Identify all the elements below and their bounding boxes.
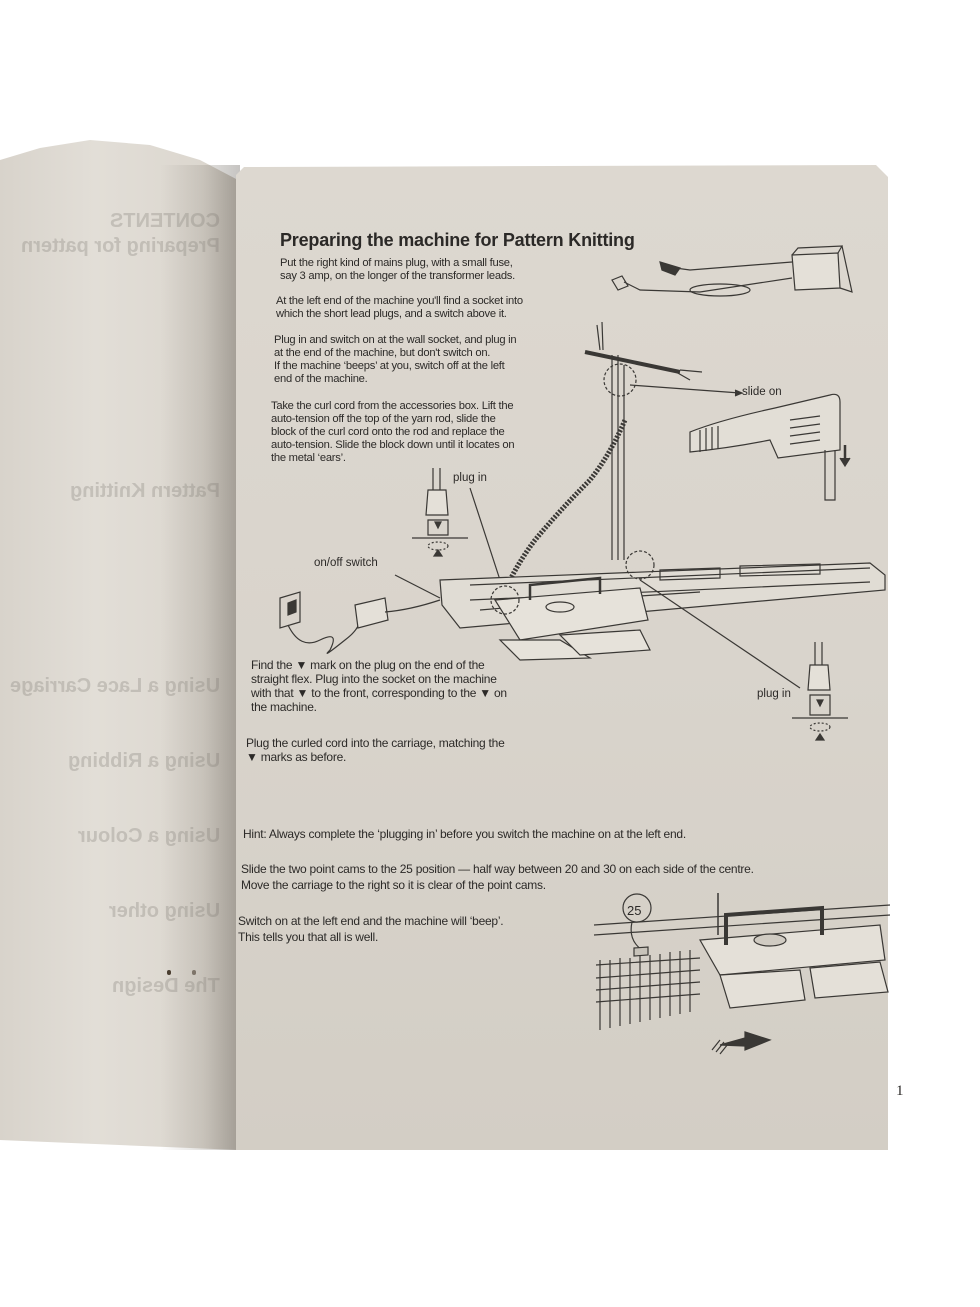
knitting-machine-icon: [394, 550, 886, 689]
label-plug-in-right: plug in: [757, 688, 791, 700]
instruction-point-cams: Slide the two point cams to the 25 posit…: [241, 862, 754, 892]
staple-mark: [192, 970, 196, 975]
label-cam-position: 25: [627, 903, 642, 918]
instruction-socket: At the left end of the machine you'll fi…: [276, 295, 523, 320]
instruction-mains-plug: Put the right kind of mains plug, with a…: [280, 257, 516, 282]
wall-socket-icon: [279, 591, 441, 654]
instruction-curl-cord: Take the curl cord from the accessories …: [271, 400, 515, 464]
instruction-find-mark: Find the ▼ mark on the plug on the end o…: [251, 658, 507, 714]
curl-cord-block-icon: [689, 393, 851, 501]
label-plug-in-top: plug in: [453, 472, 487, 484]
page-title: Preparing the machine for Pattern Knitti…: [280, 230, 635, 250]
instruction-curled-cord: Plug the curled cord into the carriage, …: [246, 736, 505, 764]
book-gutter: [160, 165, 240, 1150]
transformer-icon: [611, 245, 853, 297]
left-page: CONTENTS Preparing for pattern Pattern K…: [0, 140, 238, 1150]
plug-detail-right-icon: [792, 642, 848, 741]
yarn-rod-icon: [584, 321, 744, 560]
hint-text: Hint: Always complete the ‘plugging in’ …: [243, 827, 686, 841]
label-on-off-switch: on/off switch: [314, 557, 378, 569]
label-slide-on: slide on: [742, 386, 782, 398]
instruction-switch-on: Switch on at the left end and the machin…: [238, 914, 504, 944]
curl-cord-icon: [507, 419, 628, 582]
instruction-plug-in: Plug in and switch on at the wall socket…: [274, 334, 517, 385]
carriage-position-icon: [593, 893, 891, 1055]
plug-detail-top-icon: [412, 468, 501, 581]
page-number: 1: [896, 1083, 904, 1099]
staple-mark: [167, 970, 171, 975]
